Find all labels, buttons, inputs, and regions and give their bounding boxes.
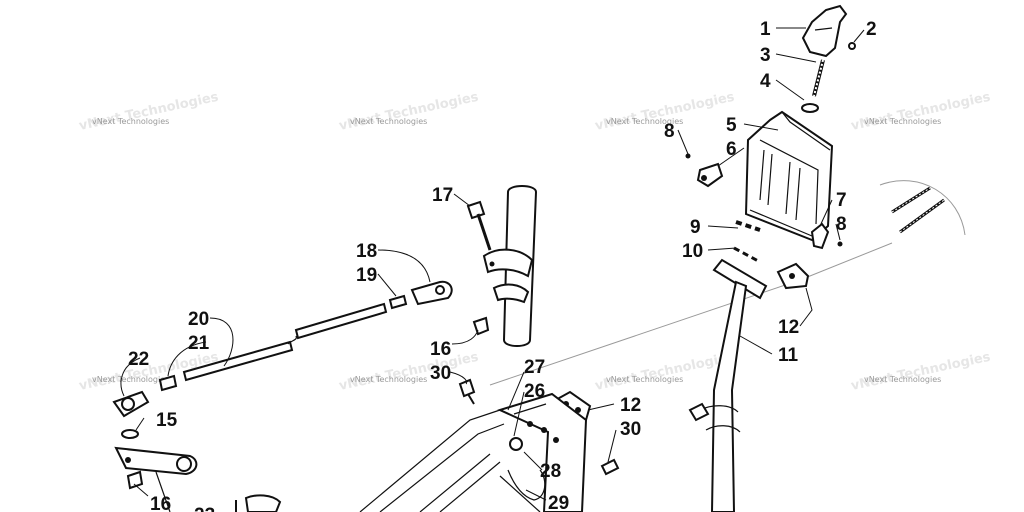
callouts: 1 2 3 4 5 6 7 8 8 9 10 11 12 12 15 16 16… — [128, 19, 877, 512]
watermark: vNext Technologies — [92, 375, 169, 384]
callout-7: 7 — [836, 190, 847, 211]
ghost-outline — [879, 180, 966, 236]
callout-6: 6 — [726, 139, 737, 160]
watermark-ghost: vNext Technologies — [78, 90, 220, 134]
watermark-ghost: vNext Technologies — [338, 350, 480, 394]
callout-12-lower: 12 — [620, 395, 641, 416]
callout-1: 1 — [760, 19, 771, 40]
callout-2: 2 — [866, 19, 877, 40]
callout-30-lower: 30 — [620, 419, 641, 440]
watermark-ghost: vNext Technologies — [338, 90, 480, 134]
steering-column — [482, 185, 538, 347]
watermark: vNext Technologies — [606, 375, 683, 384]
watermark: vNext Technologies — [864, 375, 941, 384]
watermark: vNext Technologies — [606, 117, 683, 126]
callout-17: 17 — [432, 185, 453, 206]
callout-19: 19 — [356, 265, 377, 286]
watermark: vNext Technologies — [92, 117, 169, 126]
watermark: vNext Technologies — [350, 117, 427, 126]
callout-28: 28 — [540, 461, 561, 482]
callout-4: 4 — [760, 71, 771, 92]
small-bolts — [458, 378, 620, 476]
link-block-upper — [776, 262, 810, 290]
callout-26: 26 — [524, 381, 545, 402]
watermark: vNext Technologies — [864, 117, 941, 126]
callout-12-upper: 12 — [778, 317, 799, 338]
callout-9: 9 — [690, 217, 701, 238]
callout-23: 23 — [194, 505, 215, 512]
watermark: vNext Technologies — [350, 375, 427, 384]
shift-knob — [801, 4, 856, 58]
frame-bracket — [235, 392, 588, 512]
callout-15: 15 — [156, 410, 178, 431]
callout-5: 5 — [726, 115, 737, 136]
callout-21: 21 — [188, 333, 210, 354]
threaded-rods — [891, 186, 945, 234]
callout-16-upper: 16 — [430, 339, 451, 360]
callout-16-lower: 16 — [150, 494, 171, 512]
shift-rod — [182, 302, 388, 382]
lower-shift-arm — [114, 446, 198, 512]
callout-18: 18 — [356, 241, 377, 262]
watermark-ghost: vNext Technologies — [850, 90, 992, 134]
watermark-ghost: vNext Technologies — [850, 350, 992, 394]
lower-rod-end — [112, 374, 178, 439]
knob-bolt — [801, 59, 825, 113]
leader-lines — [120, 27, 865, 501]
shift-pins — [733, 220, 761, 264]
callout-29: 29 — [548, 493, 569, 512]
callout-22: 22 — [128, 349, 149, 370]
callout-8-upper: 8 — [664, 121, 675, 142]
callout-10: 10 — [682, 241, 703, 262]
callout-27: 27 — [524, 357, 545, 378]
callout-30-upper: 30 — [430, 363, 451, 384]
shift-lever — [688, 258, 768, 512]
callout-11: 11 — [778, 345, 799, 366]
callout-8-lower: 8 — [836, 214, 847, 235]
shift-clips — [685, 153, 843, 250]
callout-20: 20 — [188, 309, 209, 330]
shift-gate — [744, 110, 834, 242]
upper-rod-end — [388, 280, 453, 310]
callout-3: 3 — [760, 45, 771, 66]
